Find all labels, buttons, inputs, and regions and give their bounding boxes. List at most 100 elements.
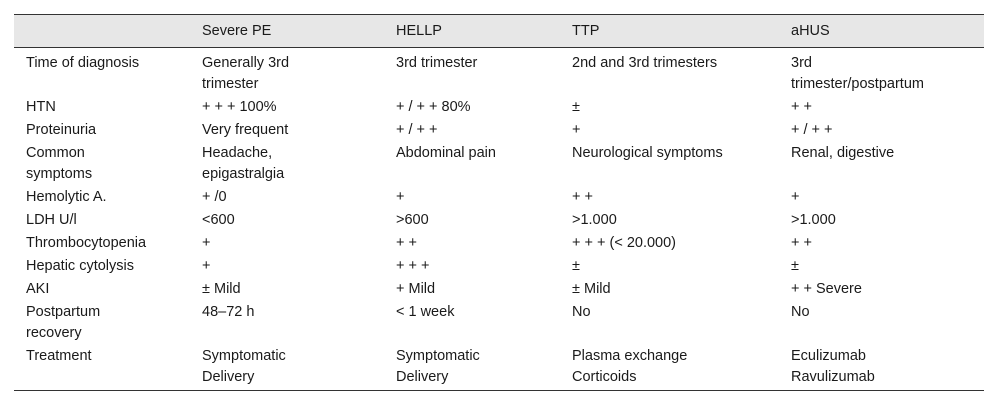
- table-cell: Renal, digestive: [779, 142, 984, 186]
- table-cell: ± Mild: [190, 278, 384, 301]
- row-label-text: recovery: [26, 325, 82, 341]
- cell-text: ± Mild: [202, 281, 241, 297]
- row-label-text: AKI: [26, 281, 50, 297]
- row-label-text: Hemolytic A.: [26, 189, 107, 205]
- table-cell: No: [779, 301, 984, 345]
- cell-text: < 1 week: [396, 304, 455, 320]
- table-body: Time of diagnosis Generally 3rd trimester 3…: [14, 48, 984, 391]
- table-cell: + +: [779, 96, 984, 119]
- table-cell: + + Severe: [779, 278, 984, 301]
- cell-text: + / + +: [791, 122, 833, 138]
- cell-text: Ravulizumab: [791, 369, 875, 385]
- table-cell: Abdominal pain: [384, 142, 560, 186]
- row-label-cell: Hepatic cytolysis: [14, 255, 190, 278]
- table-cell: 3rd trimester/postpartum: [779, 48, 984, 97]
- cell-text: No: [572, 304, 591, 320]
- row-label-cell: HTN: [14, 96, 190, 119]
- cell-text: Headache,: [202, 145, 273, 161]
- cell-text: Delivery: [396, 369, 449, 385]
- cell-text: <600: [202, 212, 235, 228]
- cell-text: + /0: [202, 189, 227, 205]
- cell-text: Delivery: [202, 369, 255, 385]
- cell-text: epigastralgia: [202, 166, 285, 182]
- row-label-text: Common: [26, 145, 85, 161]
- cell-text: Plasma exchange: [572, 348, 688, 364]
- cell-text: >1.000: [791, 212, 836, 228]
- table-cell: Neurological symptoms: [560, 142, 779, 186]
- row-label-cell: Postpartum recovery: [14, 301, 190, 345]
- table-cell: >1.000: [560, 209, 779, 232]
- row-label-text: Hepatic cytolysis: [26, 258, 134, 274]
- cell-text: +: [202, 235, 211, 251]
- table-cell: + / + +: [779, 119, 984, 142]
- table-row: Thrombocytopenia++ ++ + + (< 20.000)+ +: [14, 232, 984, 255]
- cell-text: +: [572, 122, 581, 138]
- cell-text: Abdominal pain: [396, 145, 496, 161]
- cell-text: + +: [791, 235, 812, 251]
- table-cell: +: [190, 255, 384, 278]
- cell-text: Symptomatic: [202, 348, 286, 364]
- table-cell: + + +: [384, 255, 560, 278]
- table-cell: ±: [779, 255, 984, 278]
- table-cell: 48–72 h: [190, 301, 384, 345]
- table-cell: + / + + 80%: [384, 96, 560, 119]
- table-cell: Generally 3rd trimester: [190, 48, 384, 97]
- cell-text: + / + + 80%: [396, 99, 471, 115]
- table-cell: + Mild: [384, 278, 560, 301]
- row-label-cell: Time of diagnosis: [14, 48, 190, 97]
- row-label-cell: Treatment: [14, 345, 190, 391]
- cell-text: >600: [396, 212, 429, 228]
- table-cell: + +: [384, 232, 560, 255]
- cell-text: Generally 3rd: [202, 55, 290, 71]
- cell-text: 3rd trimester: [396, 55, 478, 71]
- row-label-text: Postpartum: [26, 304, 101, 320]
- cell-text: + +: [791, 99, 812, 115]
- cell-text: 3rd: [791, 55, 812, 71]
- cell-text: Corticoids: [572, 369, 637, 385]
- table-row: Postpartum recovery 48–72 h < 1 week No No: [14, 301, 984, 345]
- table-cell: 3rd trimester: [384, 48, 560, 97]
- cell-text: +: [791, 189, 800, 205]
- table-cell: + +: [779, 232, 984, 255]
- cell-text: +: [396, 189, 405, 205]
- comparison-table: Severe PE HELLP TTP aHUS Time of diagnos…: [14, 14, 984, 391]
- cell-text: + + +: [396, 258, 430, 274]
- table-row: AKI± Mild+ Mild± Mild+ + Severe: [14, 278, 984, 301]
- row-label-text: Time of diagnosis: [26, 55, 140, 71]
- table-cell: Headache, epigastralgia: [190, 142, 384, 186]
- header-cell-hellp: HELLP: [396, 22, 442, 39]
- table-cell: No: [560, 301, 779, 345]
- row-label-text: HTN: [26, 99, 56, 115]
- cell-text: trimester/postpartum: [791, 76, 924, 92]
- cell-text: 48–72 h: [202, 304, 255, 320]
- table-cell: + / + +: [384, 119, 560, 142]
- cell-text: trimester: [202, 76, 259, 92]
- table-cell: + + + (< 20.000): [560, 232, 779, 255]
- table-row: Time of diagnosis Generally 3rd trimester 3…: [14, 48, 984, 97]
- table-row: Hepatic cytolysis + + + + ± ±: [14, 255, 984, 278]
- cell-text: Renal, digestive: [791, 145, 895, 161]
- row-label-text: Treatment: [26, 348, 92, 364]
- cell-text: ±: [572, 258, 580, 274]
- cell-text: +: [202, 258, 211, 274]
- table-cell: >600: [384, 209, 560, 232]
- table-cell: < 1 week: [384, 301, 560, 345]
- table-cell: ±: [560, 255, 779, 278]
- table-row: LDH U/l<600>600>1.000>1.000: [14, 209, 984, 232]
- table-cell: ± Mild: [560, 278, 779, 301]
- cell-text: + + + 100%: [202, 99, 277, 115]
- cell-text: Neurological symptoms: [572, 145, 723, 161]
- row-label-cell: Thrombocytopenia: [14, 232, 190, 255]
- table-cell: +: [190, 232, 384, 255]
- cell-text: Very frequent: [202, 122, 289, 138]
- cell-text: ±: [572, 99, 580, 115]
- table-cell: ±: [560, 96, 779, 119]
- cell-text: >1.000: [572, 212, 617, 228]
